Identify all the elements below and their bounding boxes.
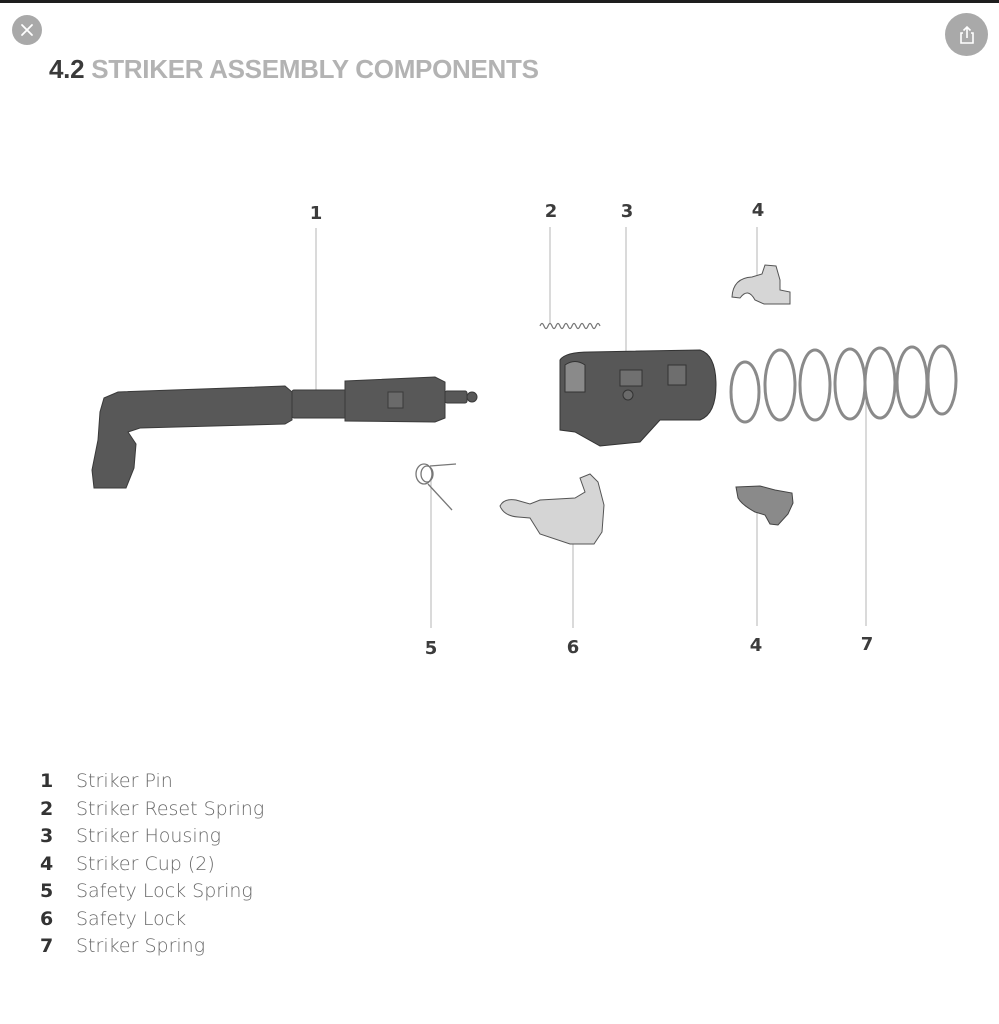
callout-1: 1 [309, 203, 323, 224]
legend-label: Safety Lock Spring [76, 880, 253, 902]
parts-legend: 1 Striker Pin 2 Striker Reset Spring 3 S… [40, 770, 264, 963]
legend-item: 4 Striker Cup (2) [40, 853, 264, 881]
close-icon [21, 24, 33, 36]
close-button[interactable] [12, 15, 42, 45]
callout-4-bottom: 4 [749, 635, 763, 656]
legend-label: Striker Reset Spring [76, 797, 265, 820]
legend-label: Striker Housing [76, 825, 222, 847]
callout-3: 3 [620, 201, 634, 222]
legend-item: 6 Safety Lock [40, 908, 264, 936]
legend-item: 5 Safety Lock Spring [40, 880, 264, 908]
legend-number: 3 [40, 825, 54, 847]
callout-5: 5 [424, 638, 438, 659]
callout-7: 7 [860, 634, 874, 655]
striker-pin-part [91, 376, 478, 489]
section-number: 4.2 [49, 54, 85, 84]
legend-item: 7 Striker Spring [40, 935, 264, 963]
share-button[interactable] [945, 13, 988, 56]
page-title: 4.2 STRIKER ASSEMBLY COMPONENTS [49, 54, 539, 85]
safety-lock-spring-part [415, 463, 457, 511]
legend-number: 7 [40, 935, 54, 957]
legend-number: 4 [40, 852, 54, 875]
share-icon [959, 25, 974, 44]
legend-number: 2 [40, 797, 54, 820]
striker-housing-part [559, 349, 717, 447]
striker-cup-bottom-part [735, 485, 794, 526]
safety-lock-part [499, 473, 605, 545]
callout-4-top: 4 [751, 200, 765, 221]
striker-cup-top-part [731, 264, 791, 305]
legend-item: 1 Striker Pin [40, 770, 264, 798]
callout-6: 6 [566, 637, 580, 658]
striker-spring-part [729, 344, 958, 424]
legend-number: 5 [40, 880, 54, 902]
legend-item: 3 Striker Housing [40, 825, 264, 853]
legend-number: 1 [40, 770, 54, 792]
legend-label: Striker Pin [76, 770, 173, 792]
legend-item: 2 Striker Reset Spring [40, 798, 264, 826]
legend-label: Striker Cup (2) [76, 852, 215, 875]
section-title: STRIKER ASSEMBLY COMPONENTS [91, 54, 539, 84]
callout-2: 2 [544, 201, 558, 222]
legend-label: Safety Lock [76, 907, 187, 930]
exploded-diagram [91, 227, 958, 628]
legend-number: 6 [40, 907, 54, 930]
legend-label: Striker Spring [76, 935, 206, 957]
striker-reset-spring-part [539, 322, 601, 330]
top-bar [0, 0, 999, 3]
